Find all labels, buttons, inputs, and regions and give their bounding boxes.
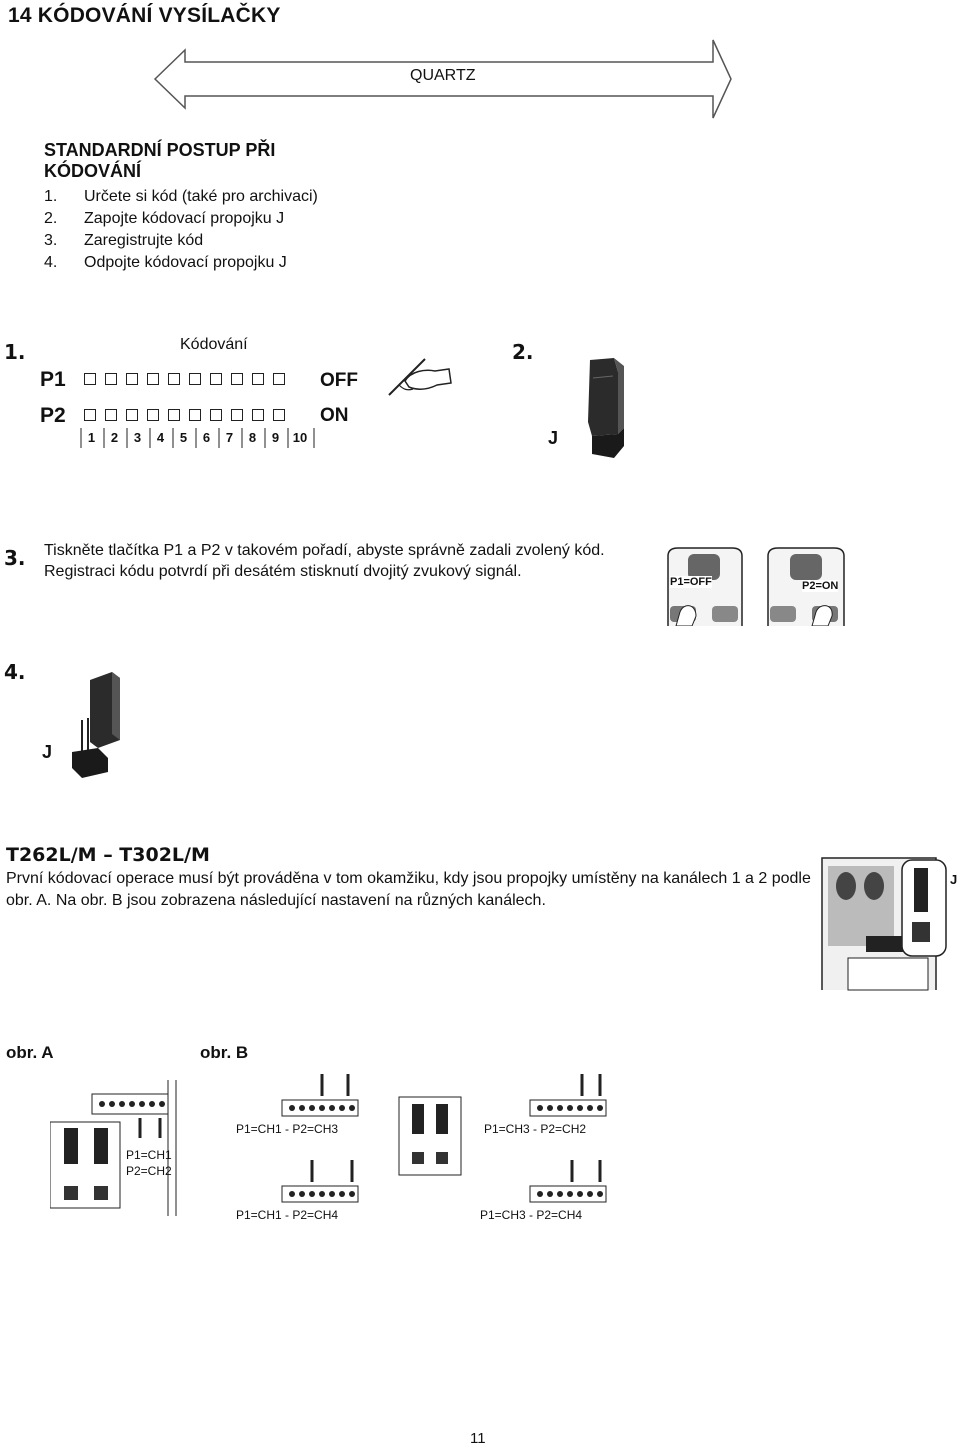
code-box (84, 373, 96, 385)
digits-separators (80, 428, 315, 448)
digit-label: 1 (87, 430, 96, 445)
off-label: OFF (320, 370, 358, 391)
code-box (168, 409, 180, 421)
remote-p1-label: P1=OFF (670, 576, 712, 588)
digit-label: 7 (225, 430, 234, 445)
code-box (126, 373, 138, 385)
t262-title: T262L/M – T302L/M (6, 844, 210, 866)
code-box (189, 409, 201, 421)
code-box (273, 373, 285, 385)
code-box (189, 373, 201, 385)
p1-code-row (84, 373, 294, 385)
figure-a-ch2: P2=CH2 (126, 1164, 172, 1178)
figure-b-label: obr. B (200, 1043, 249, 1062)
code-box (126, 409, 138, 421)
figure-b-ch1-ch4: P1=CH1 - P2=CH4 (236, 1208, 339, 1222)
figure-b-ch3-ch2: P1=CH3 - P2=CH2 (484, 1122, 587, 1136)
page-title: 14 KÓDOVÁNÍ VYSÍLAČKY (8, 4, 281, 27)
step3-text: Tiskněte tlačítka P1 a P2 v takovém pořa… (44, 542, 605, 580)
figure-b-board-ch3-ch4 (529, 1160, 607, 1203)
jumper-label: J (950, 872, 958, 887)
figure-b-jumpers (398, 1096, 462, 1176)
digit-label: 9 (271, 430, 280, 445)
code-box (147, 409, 159, 421)
code-box (168, 373, 180, 385)
on-label: ON (320, 405, 349, 426)
digits-row: 1 2 3 4 5 6 7 8 9 10 (80, 430, 320, 445)
code-box (210, 373, 222, 385)
code-box (273, 409, 285, 421)
p2-code-row (84, 409, 294, 421)
figure-a-diagram (50, 1080, 177, 1216)
p1-label: P1 (40, 368, 66, 391)
figure-b-board-ch3-ch2 (529, 1074, 607, 1117)
jumper-connected-icon (588, 358, 624, 458)
figure-a-label: obr. A (6, 1043, 54, 1062)
code-box (231, 373, 243, 385)
list-item: 3.Zaregistrujte kód (44, 232, 204, 249)
p2-label: P2 (40, 404, 66, 427)
digit-label: 5 (179, 430, 188, 445)
figure-b-board-ch1-ch4 (281, 1160, 359, 1203)
jumper-label: J (548, 428, 559, 448)
t262-text: První kódovací operace musí být prováděn… (6, 870, 811, 909)
digit-label: 8 (248, 430, 257, 445)
standard-title: STANDARDNÍ POSTUP PŘI KÓDOVÁNÍ (44, 140, 276, 181)
coding-label: Kódování (180, 336, 248, 353)
code-box (147, 373, 159, 385)
standard-steps: 1.Určete si kód (také pro archivaci) 2.Z… (44, 186, 318, 274)
list-item: 1.Určete si kód (také pro archivaci) (44, 188, 318, 205)
step1-number: 1. (4, 340, 26, 364)
page-number: 11 (470, 1430, 486, 1447)
digit-label: 6 (202, 430, 211, 445)
code-box (105, 373, 117, 385)
banner-label: QUARTZ (410, 67, 476, 84)
code-box (252, 373, 264, 385)
writing-hand-icon (388, 358, 452, 396)
digit-label: 4 (156, 430, 165, 445)
step2-number: 2. (512, 340, 534, 364)
jumper-disconnected-icon (72, 672, 120, 778)
digit-label: 3 (133, 430, 142, 445)
step4-number: 4. (4, 660, 26, 684)
code-box (231, 409, 243, 421)
jumper-label: J (42, 742, 53, 762)
quartz-arrow-banner (153, 39, 732, 119)
code-box (84, 409, 96, 421)
step3-number: 3. (4, 546, 26, 570)
digit-label: 2 (110, 430, 119, 445)
transmitter-board-image (821, 857, 947, 991)
code-box (252, 409, 264, 421)
code-box (210, 409, 222, 421)
digit-label: 10 (292, 430, 308, 445)
list-item: 2.Zapojte kódovací propojku J (44, 210, 285, 227)
figure-b-board-ch1-ch3 (281, 1074, 359, 1117)
figure-a-ch1: P1=CH1 (126, 1148, 172, 1162)
figure-b-ch3-ch4: P1=CH3 - P2=CH4 (480, 1208, 583, 1222)
list-item: 4.Odpojte kódovací propojku J (44, 254, 287, 271)
remote-p2-label: P2=ON (802, 580, 839, 592)
code-box (105, 409, 117, 421)
figure-b-ch1-ch3: P1=CH1 - P2=CH3 (236, 1122, 339, 1136)
